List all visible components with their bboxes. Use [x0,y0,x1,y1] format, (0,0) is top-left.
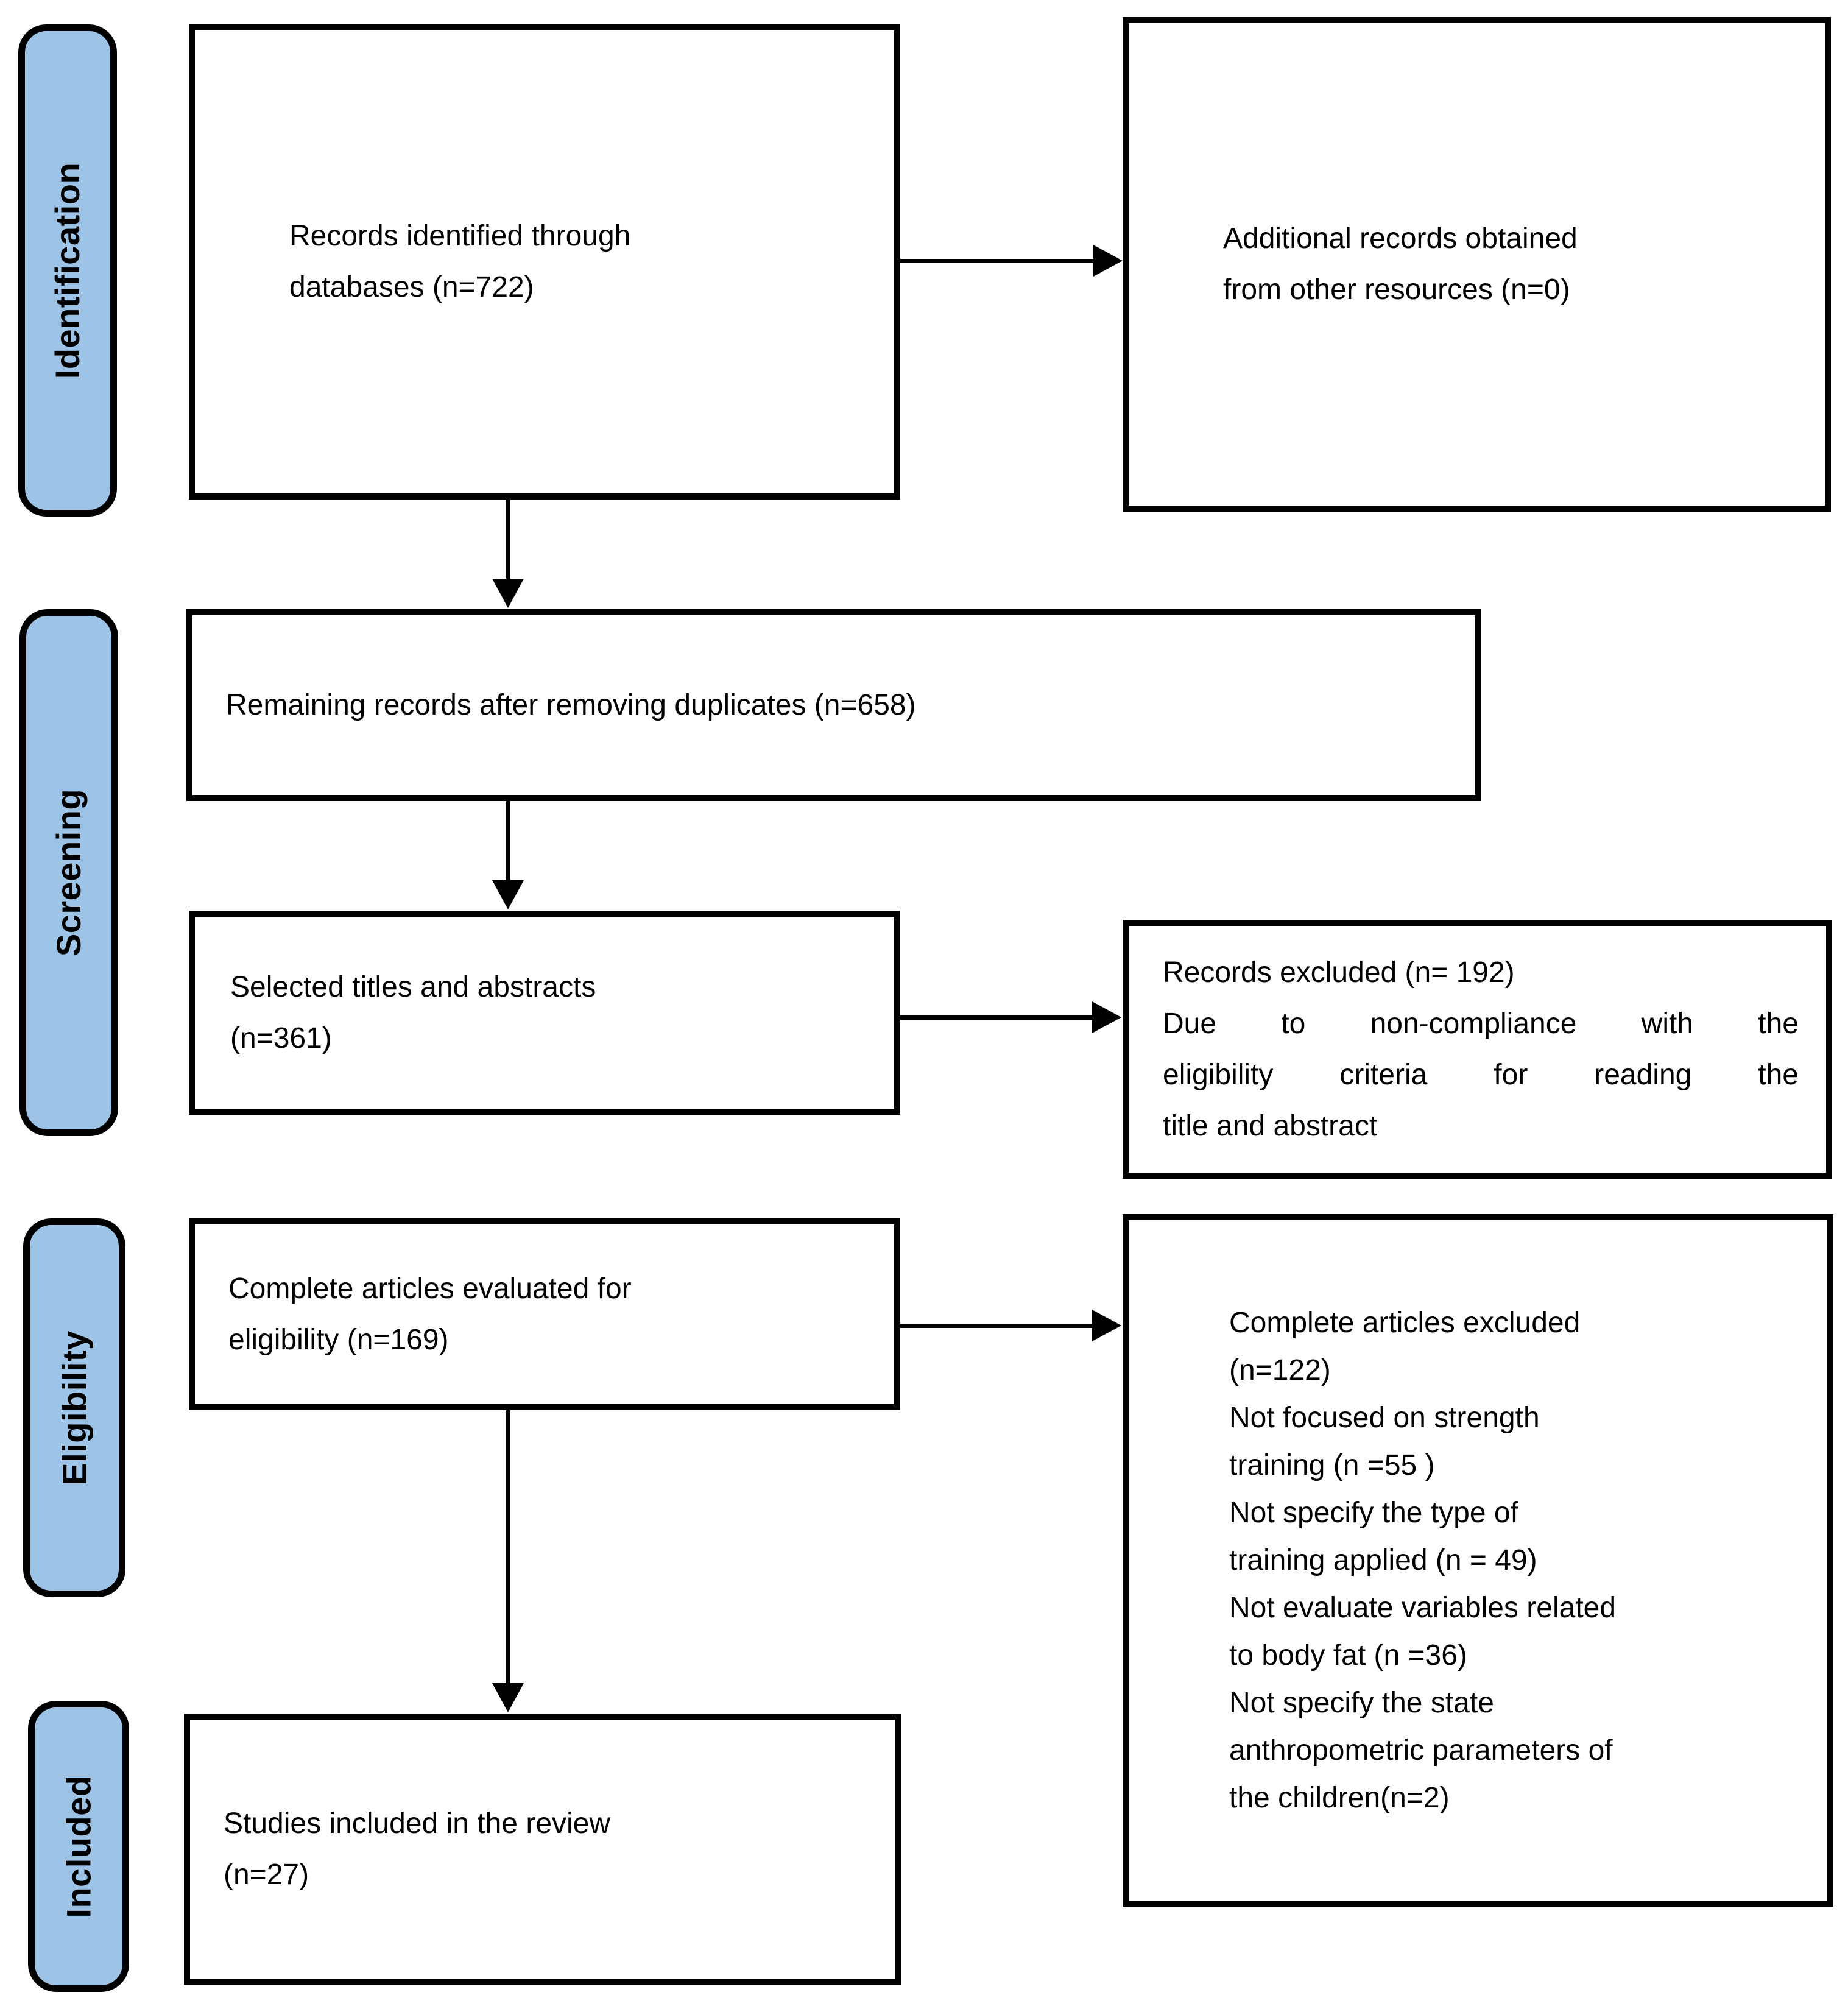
flow-box-records-identified-text: Records identified through databases (n=… [289,220,631,303]
stage-label-identification: Identification [18,24,117,517]
flow-box-records-excluded: Records excluded (n= 192) Due to non-com… [1123,920,1832,1179]
flow-box-records-excluded-line: Due to non-compliance with the [1163,1007,1799,1040]
arrow-shaft [506,801,510,881]
arrowhead-down-icon [492,579,524,608]
flow-box-records-excluded-heading: Records excluded (n= 192) [1163,956,1515,989]
flow-box-additional-records-text: Additional records obtained from other r… [1223,222,1578,306]
flow-box-studies-included: Studies included in the review (n=27) [184,1714,901,1985]
flow-box-articles-excluded-text: Complete articles excluded (n=122) Not f… [1229,1306,1617,1814]
arrow-shaft [506,500,510,580]
stage-label-eligibility: Eligibility [23,1218,125,1597]
flow-box-after-duplicates: Remaining records after removing duplica… [186,609,1481,801]
flow-box-additional-records: Additional records obtained from other r… [1123,17,1831,512]
arrowhead-right-icon [1092,1310,1121,1341]
stage-label-screening: Screening [19,609,118,1136]
flow-box-records-identified: Records identified through databases (n=… [189,24,900,500]
stage-label-included: Included [28,1701,129,1992]
arrow-shaft [506,1410,510,1684]
stage-label-included-text: Included [59,1774,98,1918]
arrow-shaft [900,1324,1093,1328]
flow-box-articles-evaluated: Complete articles evaluated for eligibil… [189,1218,900,1410]
arrow-shaft [900,1015,1093,1020]
flow-box-articles-excluded: Complete articles excluded (n=122) Not f… [1123,1214,1833,1907]
arrowhead-right-icon [1092,1001,1121,1033]
flow-box-titles-abstracts: Selected titles and abstracts (n=361) [189,911,900,1115]
stage-label-identification-text: Identification [48,162,87,379]
flow-box-titles-abstracts-text: Selected titles and abstracts (n=361) [230,970,596,1054]
flow-box-records-excluded-line: title and abstract [1163,1109,1378,1142]
arrowhead-down-icon [492,1683,524,1712]
arrowhead-down-icon [492,880,524,909]
flow-box-after-duplicates-text: Remaining records after removing duplica… [226,688,916,721]
flow-box-studies-included-text: Studies included in the review (n=27) [224,1807,611,1891]
flow-box-articles-evaluated-text: Complete articles evaluated for eligibil… [228,1272,632,1356]
flow-box-records-excluded-line: eligibility criteria for reading the [1163,1058,1799,1091]
arrow-shaft [900,259,1095,263]
stage-label-eligibility-text: Eligibility [55,1330,94,1486]
stage-label-screening-text: Screening [49,788,88,957]
arrowhead-right-icon [1093,245,1123,277]
